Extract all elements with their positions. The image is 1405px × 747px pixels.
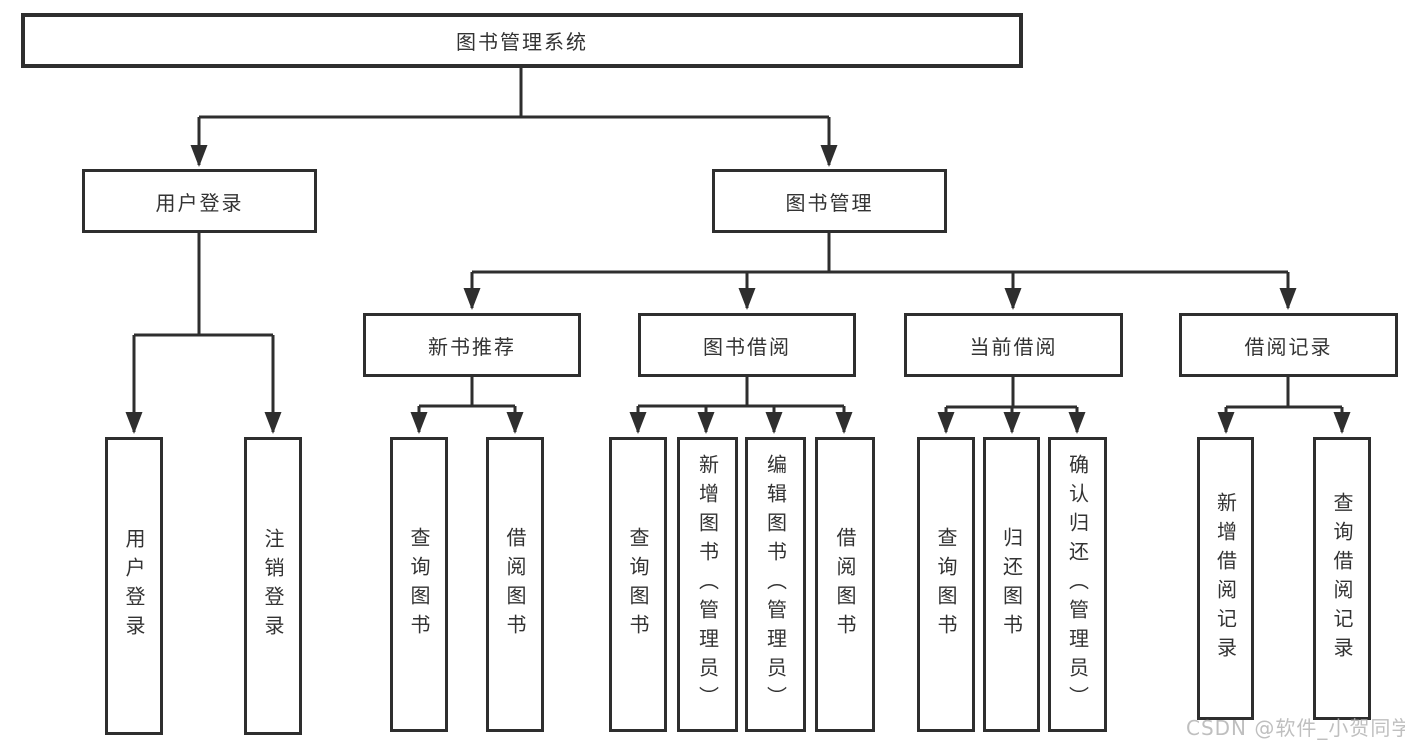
leaf-borrow-books-borrowing: 借阅图书 xyxy=(815,437,875,732)
node-user-login: 用户登录 xyxy=(82,169,317,233)
leaf-borrow-books-recommend: 借阅图书 xyxy=(486,437,544,732)
node-library-management-system: 图书管理系统 xyxy=(21,13,1023,68)
leaf-user-login: 用户登录 xyxy=(105,437,163,735)
leaf-add-books-admin: 新增图书（管理员） xyxy=(677,437,738,732)
leaf-query-books-recommend: 查询图书 xyxy=(390,437,448,732)
node-current-borrowing: 当前借阅 xyxy=(904,313,1123,377)
leaf-logout-login: 注销登录 xyxy=(244,437,302,735)
leaf-confirm-return-admin: 确认归还（管理员） xyxy=(1048,437,1107,732)
node-borrowing-records: 借阅记录 xyxy=(1179,313,1398,377)
leaf-query-books-borrowing: 查询图书 xyxy=(609,437,667,732)
leaf-edit-books-admin: 编辑图书（管理员） xyxy=(745,437,806,732)
node-new-book-recommendation: 新书推荐 xyxy=(363,313,581,377)
node-book-management: 图书管理 xyxy=(712,169,947,233)
csdn-watermark: CSDN @软件_小贺同学 xyxy=(1186,716,1405,740)
leaf-add-borrow-record: 新增借阅记录 xyxy=(1197,437,1254,720)
leaf-query-borrow-record: 查询借阅记录 xyxy=(1313,437,1371,720)
leaf-query-books-current: 查询图书 xyxy=(917,437,975,732)
node-book-borrowing: 图书借阅 xyxy=(638,313,856,377)
leaf-return-books: 归还图书 xyxy=(983,437,1040,732)
